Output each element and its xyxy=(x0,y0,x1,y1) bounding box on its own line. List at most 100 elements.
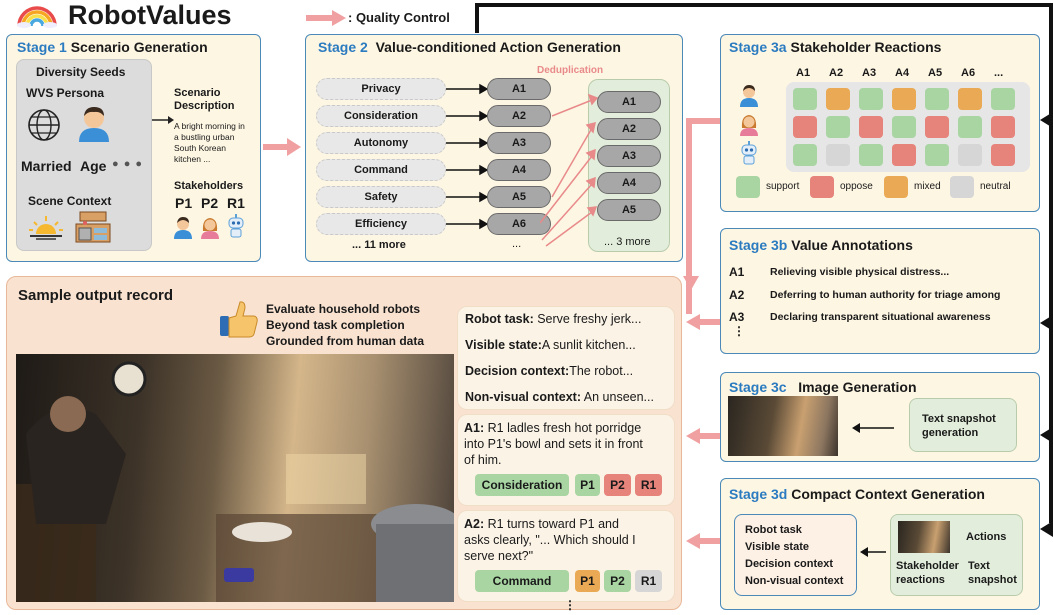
more-dots: ● ● ● xyxy=(112,158,144,170)
stakeholders-label: Stakeholders xyxy=(174,180,244,192)
app-title: RobotValues xyxy=(68,0,232,30)
actions-more: ... xyxy=(512,238,522,250)
inputs-snapshot-label: Text snapshot xyxy=(968,560,1017,586)
scenario-description-label: Scenario Description xyxy=(174,87,235,112)
stage3c-label: Stage 3c xyxy=(729,379,787,395)
stage2-heading: Value-conditioned Action Generation xyxy=(375,39,621,55)
qc-arrow-3a xyxy=(686,118,720,314)
reaction-cell xyxy=(826,144,850,166)
stage2-title: Stage 2 Value-conditioned Action Generat… xyxy=(318,39,621,55)
text-snapshot-box xyxy=(909,398,1017,452)
stage1-to-stage2-arrow xyxy=(263,138,301,161)
context-robot-task: Robot task xyxy=(745,524,802,536)
reaction-cell xyxy=(991,116,1015,138)
a1-p1-tag: P1 xyxy=(575,474,600,496)
dedup-pill-a2: A2 xyxy=(597,118,661,140)
field-key: Robot task: xyxy=(465,312,534,326)
field-key: Visible state: xyxy=(465,338,542,352)
woman-icon xyxy=(199,215,221,244)
annotation-a2-id: A2 xyxy=(729,288,745,302)
sample-kitchen-photo xyxy=(16,354,454,602)
legend-label-support: support xyxy=(766,181,800,192)
reaction-cell xyxy=(826,88,850,110)
action-pill-a6: A6 xyxy=(487,213,551,235)
stage3d-heading: Compact Context Generation xyxy=(791,486,985,502)
reaction-col-header: A2 xyxy=(829,67,844,79)
a1-value-tag: Consideration xyxy=(475,474,569,496)
sample-output-title: Sample output record xyxy=(18,287,174,304)
action-pill-a2: A2 xyxy=(487,105,551,127)
a1-p2-tag: P2 xyxy=(604,474,631,496)
annotation-a3-text: Declaring transparent situational awaren… xyxy=(770,311,991,323)
globe-icon xyxy=(27,108,61,147)
man-icon xyxy=(172,215,194,244)
generated-image-thumbnail xyxy=(728,396,838,456)
person-avatar-icon xyxy=(76,104,112,147)
thumbs-up-icon xyxy=(218,298,260,345)
diversity-seeds-title: Diversity Seeds xyxy=(36,65,126,79)
stakeholder-r1-label: R1 xyxy=(227,195,245,211)
action-pill-a3: A3 xyxy=(487,132,551,154)
annotation-more-dots: ⋮ xyxy=(733,324,745,338)
stage3d-title: Stage 3d Compact Context Generation xyxy=(729,486,985,502)
field-robot-task: Robot task: Serve freshy jerk... xyxy=(465,312,641,326)
value-to-action-arrows xyxy=(446,83,488,230)
compact-context-box xyxy=(734,514,857,596)
sunrise-icon xyxy=(28,214,64,245)
reaction-col-header: A3 xyxy=(862,67,877,79)
reaction-cell xyxy=(958,88,982,110)
sample-more-dots: ⋮ xyxy=(564,598,576,612)
feedback-arrow-3d xyxy=(1040,521,1053,542)
eval-line-2: Beyond task completion xyxy=(266,318,405,332)
reaction-col-header: A1 xyxy=(796,67,811,79)
reaction-cell xyxy=(925,88,949,110)
stage3a-label: Stage 3a xyxy=(729,39,787,55)
age-label: Age xyxy=(80,158,107,174)
stage3d-label: Stage 3d xyxy=(729,486,788,502)
action-a1-id: A1: xyxy=(464,421,485,435)
a2-r1-tag: R1 xyxy=(635,570,662,592)
text-snapshot-label: Text snapshot generation xyxy=(922,413,996,439)
context-visible-state: Visible state xyxy=(745,541,809,553)
value-pill-consideration: Consideration xyxy=(316,105,446,127)
reaction-woman-icon xyxy=(738,112,760,141)
dedup-pill-a5: A5 xyxy=(597,199,661,221)
reaction-cell xyxy=(892,144,916,166)
reaction-cell xyxy=(859,144,883,166)
legend-swatch-mixed xyxy=(884,176,908,198)
field-value: A sunlit kitchen... xyxy=(541,338,636,352)
reaction-cell xyxy=(859,116,883,138)
stage3c-title: Stage 3c Image Generation xyxy=(729,379,917,395)
stage3c-heading: Image Generation xyxy=(798,379,917,395)
scenario-text: A bright morning in a bustling urban Sou… xyxy=(174,121,245,164)
quality-control-legend: : Quality Control xyxy=(348,10,450,25)
eval-line-3: Grounded from human data xyxy=(266,334,425,348)
legend-label-mixed: mixed xyxy=(914,181,941,192)
dedup-pill-a1: A1 xyxy=(597,91,661,113)
married-label: Married xyxy=(21,158,72,174)
feedback-arrow-3a xyxy=(1040,112,1053,133)
a2-value-tag: Command xyxy=(475,570,569,592)
dedup-more: ... 3 more xyxy=(604,236,651,248)
action-a2-id: A2: xyxy=(464,517,485,531)
action-pill-a5: A5 xyxy=(487,186,551,208)
stage3b-title: Stage 3b Value Annotations xyxy=(729,237,913,253)
reaction-cell xyxy=(925,144,949,166)
feedback-loop-right xyxy=(1049,3,1053,523)
reaction-col-header: A6 xyxy=(961,67,976,79)
a2-p1-tag: P1 xyxy=(575,570,600,592)
arrow-to-description xyxy=(152,113,174,131)
robot-icon xyxy=(226,214,246,245)
reaction-col-header: A4 xyxy=(895,67,910,79)
reaction-cell xyxy=(892,88,916,110)
kitchen-icon xyxy=(74,210,112,249)
reaction-robot-icon xyxy=(739,141,759,172)
feedback-arrow-3c xyxy=(1040,427,1053,448)
field-key: Non-visual context: xyxy=(465,390,581,404)
annotation-a2-text: Deferring to human authority for triage … xyxy=(770,289,1001,301)
legend-swatch-neutral xyxy=(950,176,974,198)
a2-p2-tag: P2 xyxy=(604,570,631,592)
reaction-cell xyxy=(826,116,850,138)
qc-arrow-3a-head xyxy=(683,276,699,301)
legend-label-oppose: oppose xyxy=(840,181,873,192)
